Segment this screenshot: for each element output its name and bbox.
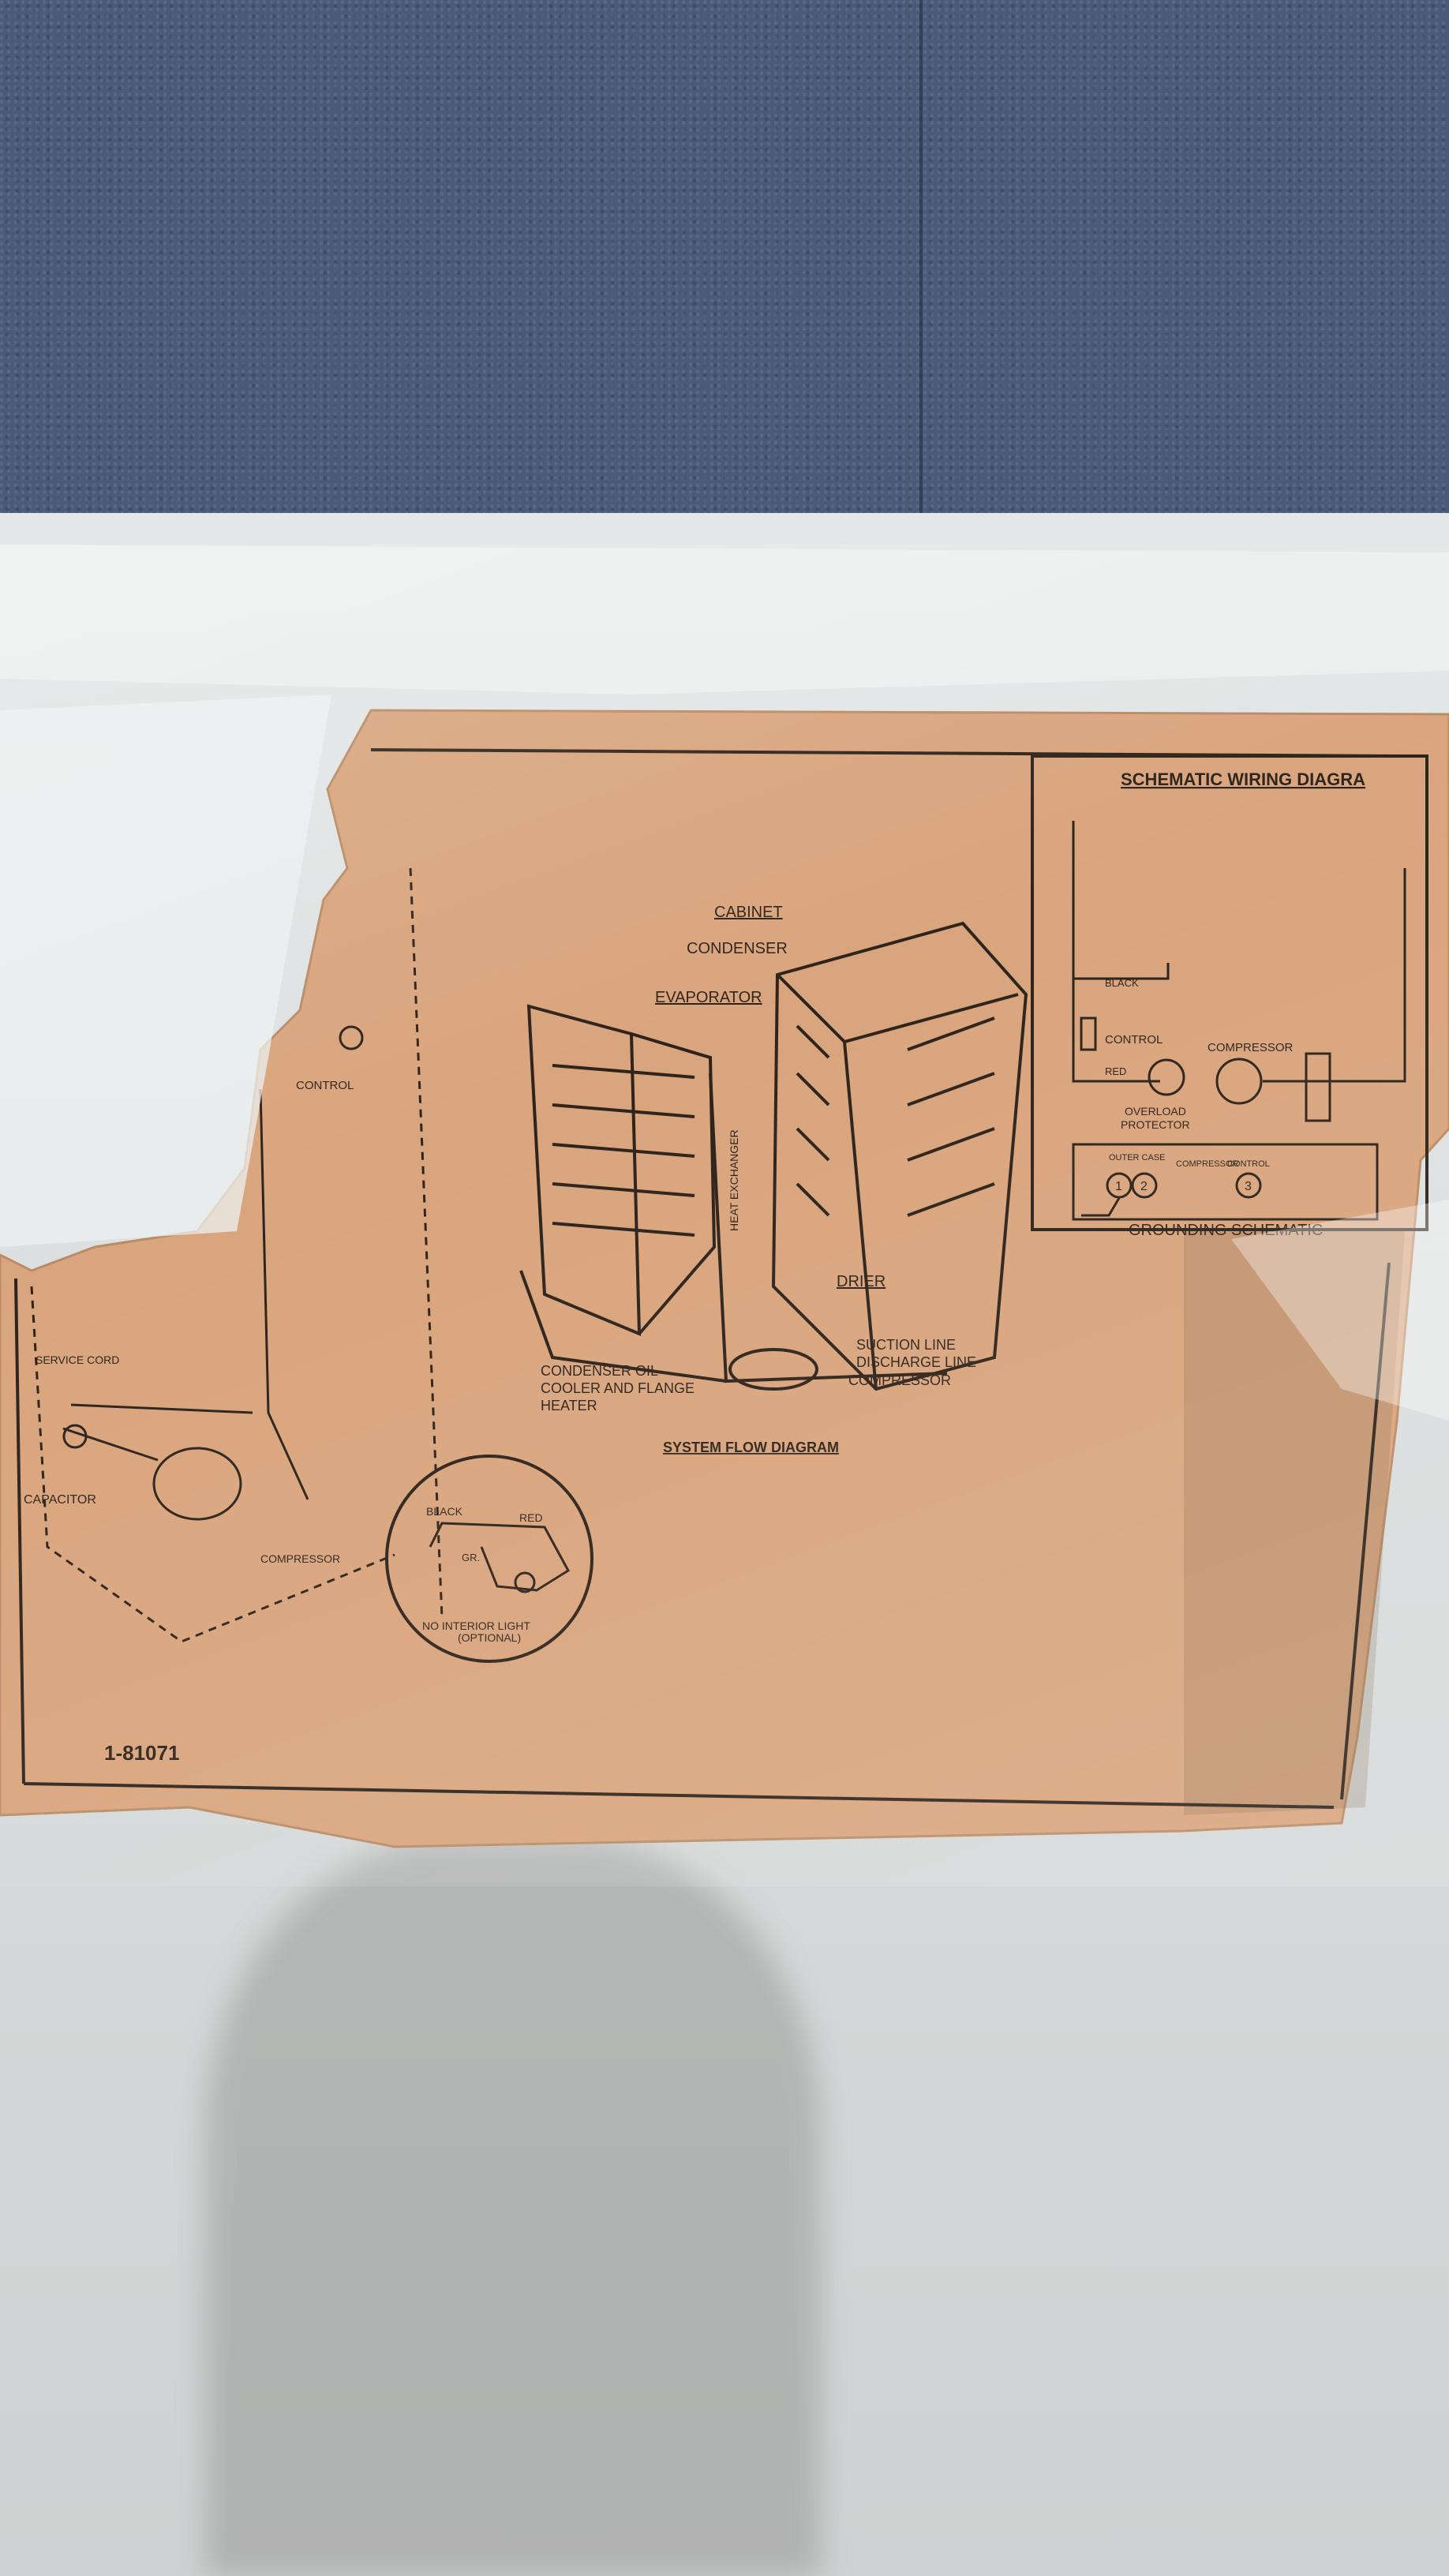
plastic-glare-left	[0, 695, 331, 1247]
photographer-shadow	[205, 1839, 821, 2576]
flow-compressor-label: COMPRESSOR	[848, 1372, 951, 1388]
paper-sheet	[0, 709, 1449, 1848]
condenser-label: CONDENSER	[687, 940, 788, 957]
ground-number-1: 1	[1115, 1180, 1122, 1193]
ground-number-2: 2	[1140, 1180, 1148, 1193]
schematic-red-label: RED	[1105, 1065, 1126, 1077]
schematic-black-label: BLACK	[1105, 977, 1139, 989]
cabinet-label: CABINET	[714, 904, 783, 921]
overload-protector-label-1: OVERLOAD	[1125, 1105, 1186, 1118]
condenser-oil-label-2: COOLER AND FLANGE	[541, 1380, 695, 1396]
condenser-oil-label-1: CONDENSER OIL	[541, 1363, 658, 1379]
left-compressor-label: COMPRESSOR	[260, 1552, 340, 1565]
heat-exchanger-label: HEAT EXCHANGER	[728, 1129, 740, 1231]
part-number: 1-81071	[104, 1741, 179, 1765]
schematic-control-label: CONTROL	[1105, 1033, 1163, 1046]
inset-gr-label: GR.	[462, 1552, 480, 1563]
discharge-line-label: DISCHARGE LINE	[856, 1354, 976, 1370]
suction-line-label: SUCTION LINE	[856, 1337, 956, 1353]
carpet-seam	[919, 0, 923, 545]
carpet-background	[0, 0, 1449, 545]
interior-light-inset: BLACK RED GR. NO INTERIOR LIGHT (OPTIONA…	[385, 1455, 593, 1663]
left-wiring-sketch	[30, 867, 444, 1643]
no-interior-light-label-2: (OPTIONAL)	[458, 1631, 521, 1644]
schematic-compressor-label: COMPRESSOR	[1208, 1041, 1294, 1054]
condenser-oil-label-3: HEATER	[541, 1398, 597, 1413]
plastic-glare	[0, 545, 1449, 695]
paper-stain	[1184, 1231, 1405, 1815]
system-flow-diagram	[519, 921, 1028, 1391]
ground-control-label: CONTROL	[1227, 1159, 1270, 1169]
inset-red-label: RED	[519, 1511, 543, 1524]
left-control-label: CONTROL	[296, 1079, 354, 1092]
overload-protector-label-2: PROTECTOR	[1121, 1118, 1190, 1131]
evaporator-label: EVAPORATOR	[655, 989, 762, 1006]
drawing-border	[14, 748, 1398, 1809]
grounding-schematic-label: GROUNDING SCHEMATIC	[1129, 1222, 1323, 1239]
ground-number-3: 3	[1245, 1180, 1252, 1193]
inset-black-label: BLACK	[426, 1505, 463, 1518]
ground-compressor-label: COMPRESSOR	[1176, 1159, 1239, 1169]
no-interior-light-label-1: NO INTERIOR LIGHT	[422, 1619, 530, 1632]
drier-label: DRIER	[837, 1273, 886, 1290]
schematic-wiring-diagram: SCHEMATIC WIRING DIAGRA BLACK CONTROL CO…	[1031, 754, 1428, 1239]
outer-case-label: OUTER CASE	[1109, 1153, 1166, 1163]
plastic-glare-right	[1231, 1200, 1449, 1421]
schematic-wiring-title: SCHEMATIC WIRING DIAGRA	[1121, 769, 1365, 789]
service-cord-label: SERVICE CORD	[36, 1354, 119, 1366]
system-flow-title: SYSTEM FLOW DIAGRAM	[663, 1440, 839, 1455]
system-flow-labels: CABINET CONDENSER EVAPORATOR HEAT EXCHAN…	[541, 904, 976, 1455]
capacitor-label: CAPACITOR	[24, 1493, 96, 1507]
